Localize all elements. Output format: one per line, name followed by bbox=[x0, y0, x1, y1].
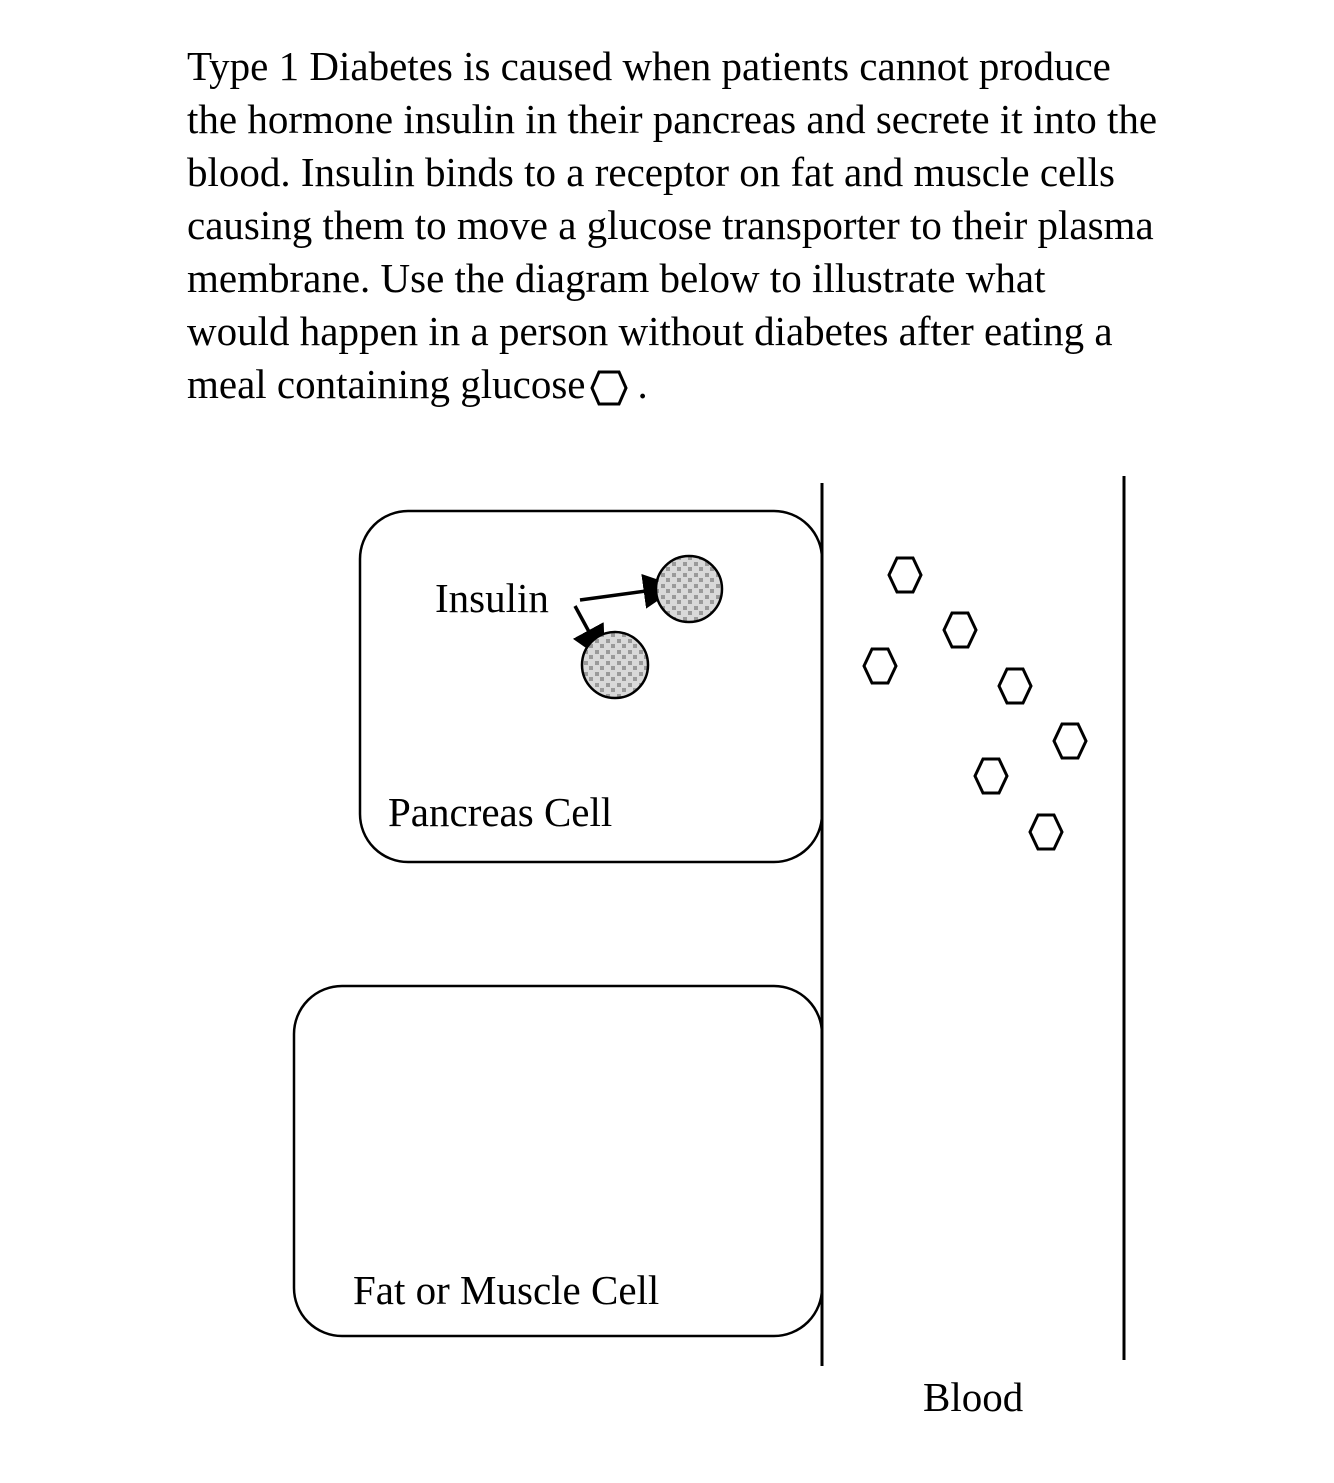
question-line-5: membrane. Use the diagram below to illus… bbox=[187, 255, 1046, 301]
glucose-hexagon-icon bbox=[589, 370, 628, 406]
glucose-hexagon-icon bbox=[942, 611, 978, 649]
insulin-label: Insulin bbox=[435, 575, 549, 621]
question-line-7-text: meal containing glucose bbox=[187, 361, 586, 407]
question-line-3: blood. Insulin binds to a receptor on fa… bbox=[187, 149, 1115, 195]
glucose-hexagon-icon bbox=[973, 757, 1009, 795]
question-line-4: causing them to move a glucose transport… bbox=[187, 202, 1154, 248]
question-line-2: the hormone insulin in their pancreas an… bbox=[187, 96, 1158, 142]
insulin-granule bbox=[580, 630, 650, 700]
glucose-hexagon-icon bbox=[862, 647, 898, 685]
glucose-hexagon-icon bbox=[1052, 722, 1088, 760]
blood-label: Blood bbox=[923, 1374, 1023, 1420]
insulin-arrow-upper bbox=[579, 573, 679, 609]
glucose-hexagon-icon bbox=[997, 667, 1033, 705]
question-line-7: meal containing glucose. bbox=[187, 358, 1307, 411]
question-end-punct: . bbox=[637, 361, 648, 407]
pancreas-cell-label: Pancreas Cell bbox=[388, 789, 612, 835]
fat-muscle-cell-label: Fat or Muscle Cell bbox=[353, 1267, 659, 1313]
glucose-hexagon-icon bbox=[1028, 813, 1064, 851]
insulin-granule bbox=[654, 554, 724, 624]
glucose-hexagon-icon bbox=[887, 556, 923, 594]
question-text: Type 1 Diabetes is caused when patients … bbox=[187, 40, 1307, 411]
question-line-1: Type 1 Diabetes is caused when patients … bbox=[187, 43, 1111, 89]
glucose-molecules bbox=[862, 556, 1088, 851]
question-line-6: would happen in a person without diabete… bbox=[187, 308, 1113, 354]
